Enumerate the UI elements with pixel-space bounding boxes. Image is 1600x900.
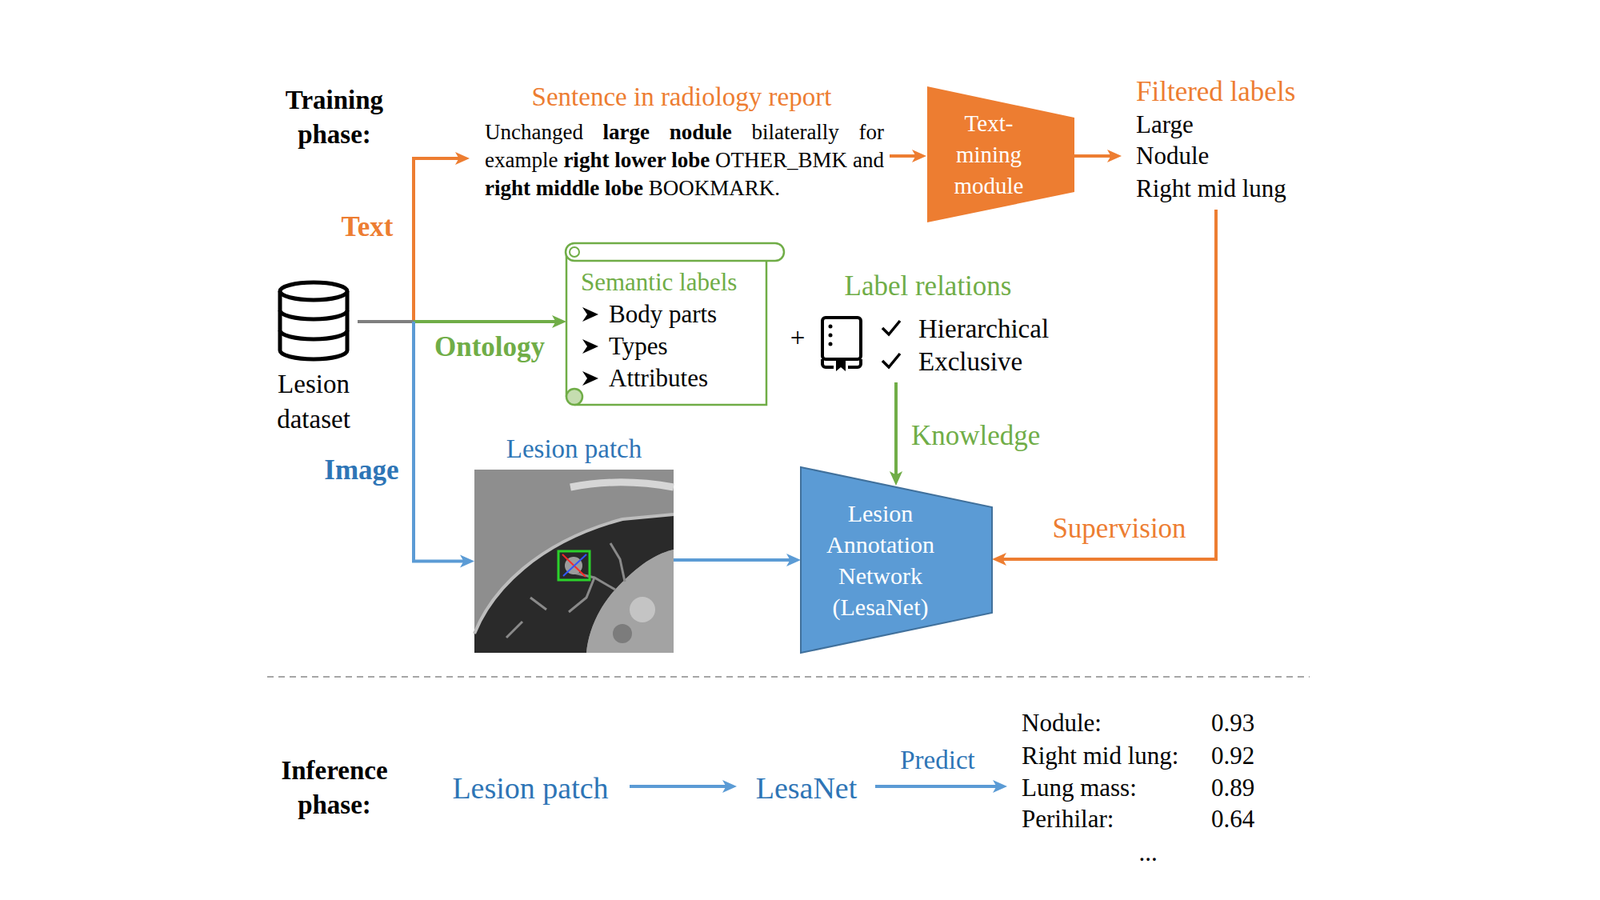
flow-arrow <box>875 784 1000 788</box>
report-text: large nodule <box>603 120 732 144</box>
report-text: Unchanged <box>484 120 584 144</box>
node-label: Text- mining module <box>940 108 1037 202</box>
prediction-score: 0.92 <box>1211 740 1255 772</box>
check-mark <box>882 320 900 335</box>
ct-mediastinum <box>586 549 674 653</box>
ct-vessel <box>629 596 656 623</box>
section-heading: Sentence in radiology report <box>532 80 832 115</box>
list-item: Body parts <box>580 298 765 331</box>
report-text: OTHER_BMK and <box>715 148 884 172</box>
connector-trunk <box>357 320 414 324</box>
branch-label: Text <box>341 208 394 246</box>
prediction-name: Nodule: <box>1021 707 1102 740</box>
bullet-arrow <box>582 339 599 354</box>
process-trapezoid: Text- mining module <box>927 86 1075 223</box>
list-item: Types <box>580 330 765 363</box>
phase-title: Inference phase: <box>266 753 403 823</box>
report-sentence: Unchanged large nodule bilaterally for e… <box>484 118 884 203</box>
bullet-arrow <box>582 307 599 322</box>
prediction-name: Perihilar: <box>1021 803 1114 836</box>
trapezoid-fill <box>800 467 992 653</box>
flow-arrow <box>889 154 920 158</box>
filtered-label: Right mid lung <box>1136 172 1287 205</box>
connector-line <box>673 558 794 562</box>
supervision-arrow <box>999 209 1216 560</box>
flow-arrow <box>629 784 730 788</box>
lesion-short-axis <box>563 554 587 576</box>
connector <box>357 321 560 323</box>
pipeline-step: Lesion patch <box>452 768 608 808</box>
database-ring <box>280 310 348 340</box>
lesion-long-axis <box>562 554 586 577</box>
ct-lung <box>474 514 674 653</box>
report-text: right middle lobe <box>484 176 644 200</box>
connector <box>673 560 794 561</box>
text-branch-arrow <box>413 158 463 322</box>
network-trapezoid: Lesion Annotation Network (LesaNet) <box>800 467 992 653</box>
plus-sign: + <box>790 320 806 356</box>
list-item: Attributes <box>580 362 765 395</box>
filtered-label: Large <box>1136 108 1194 141</box>
edge-label: Ontology <box>431 328 548 366</box>
filtered-label: Nodule <box>1136 140 1209 172</box>
bullet-arrow <box>582 371 599 386</box>
section-heading: Label relations <box>844 268 1012 305</box>
book-icon <box>822 317 861 372</box>
ct-vessel <box>612 624 632 644</box>
ct-vessels <box>506 543 625 638</box>
flow-label: Predict <box>900 743 975 778</box>
node-label: Lesion Annotation Network (LesaNet) <box>814 497 947 623</box>
prediction-name: Lung mass: <box>1021 772 1137 804</box>
image-heading: Lesion patch <box>474 432 674 465</box>
flow-label: Supervision <box>1052 510 1186 548</box>
scroll-roll <box>565 243 784 261</box>
relation-item: Hierarchical <box>918 312 1049 347</box>
report-text: right lower lobe <box>563 148 710 172</box>
ellipsis: ... <box>1138 836 1157 869</box>
node-label: Lesion dataset <box>269 366 358 437</box>
scroll-curl <box>566 388 583 405</box>
phase-separator <box>267 676 1310 678</box>
database-top <box>280 282 348 300</box>
database-icon <box>269 280 358 364</box>
prediction-name: Right mid lung: <box>1021 740 1179 772</box>
prediction-score: 0.64 <box>1211 803 1255 836</box>
connector-line <box>413 320 560 324</box>
connector-trunk <box>357 320 414 324</box>
image-panel: Lesion patch <box>474 430 674 653</box>
ct-image <box>474 469 674 653</box>
prediction-score: 0.89 <box>1211 772 1255 804</box>
section-heading: Filtered labels <box>1136 73 1296 111</box>
relation-item: Exclusive <box>918 344 1023 380</box>
trapezoid-fill <box>927 86 1075 223</box>
flow-arrow <box>1074 154 1115 158</box>
report-text: BOOKMARK. <box>648 176 780 200</box>
lesion-box <box>558 551 590 580</box>
pipeline-step: LesaNet <box>756 768 858 808</box>
ct-rib <box>570 482 674 488</box>
scroll-fill <box>566 252 767 405</box>
check-mark <box>882 353 900 368</box>
flow-label: Knowledge <box>911 417 1040 455</box>
edge-label: Image <box>320 452 402 489</box>
phase-title: Training phase: <box>266 83 403 152</box>
node-text-block: Text- mining module <box>940 86 1037 223</box>
prediction-score: 0.93 <box>1211 707 1255 740</box>
node-text-block: Lesion patch <box>474 432 674 465</box>
scroll-curl <box>569 247 580 257</box>
trapezoid-shape <box>800 467 992 653</box>
node-text-block: Lesion Annotation Network (LesaNet) <box>814 467 947 653</box>
database: Lesion dataset <box>269 280 358 440</box>
node-text-block: Lesion dataset <box>269 366 358 437</box>
box-heading: Semantic labels <box>580 266 765 299</box>
scroll-box: Semantic labelsBody partsTypesAttributes <box>566 241 784 405</box>
scroll-outline <box>566 252 767 405</box>
node-text-block: Semantic labelsBody partsTypesAttributes <box>580 266 765 395</box>
ct-soft-tissue <box>474 469 674 653</box>
knowledge-arrow <box>894 382 898 479</box>
